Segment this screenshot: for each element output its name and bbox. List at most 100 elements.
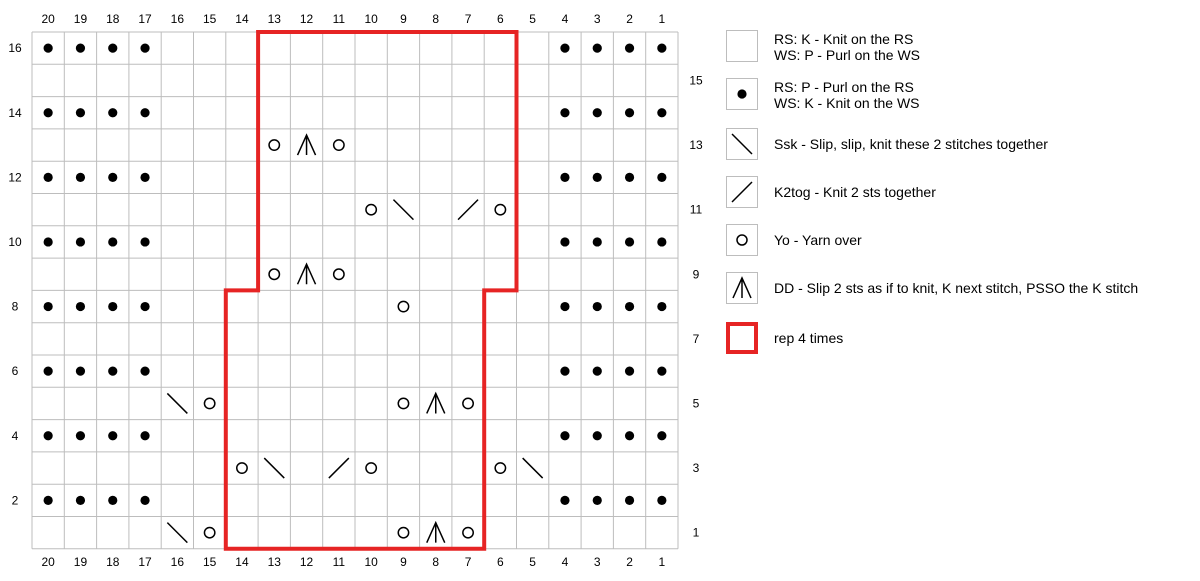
yarn-over-symbol xyxy=(462,397,474,410)
row-label-left: 4 xyxy=(12,429,19,443)
repeat-icon xyxy=(726,322,758,354)
column-label-bottom: 19 xyxy=(74,555,88,569)
purl-dot xyxy=(140,43,150,53)
column-label-bottom: 12 xyxy=(300,555,314,569)
double-decrease-symbol xyxy=(426,391,446,414)
yarn-over-symbol xyxy=(332,268,345,281)
purl-dot xyxy=(657,108,667,118)
yarn-over-symbol xyxy=(397,526,410,539)
column-label-top: 20 xyxy=(41,12,55,26)
purl-dot xyxy=(43,172,53,182)
legend-text: K2tog - Knit 2 sts together xyxy=(774,184,936,200)
column-label-bottom: 9 xyxy=(400,555,407,569)
row-label-left: 14 xyxy=(8,106,22,120)
row-label-right: 3 xyxy=(693,461,700,475)
row-label-left: 6 xyxy=(12,364,19,378)
column-label-top: 16 xyxy=(171,12,185,26)
column-label-bottom: 1 xyxy=(659,555,666,569)
column-label-bottom: 11 xyxy=(333,555,346,569)
purl-dot xyxy=(592,237,602,247)
row-label-right: 7 xyxy=(693,332,700,346)
row-label-left: 12 xyxy=(8,170,22,184)
purl-dot xyxy=(657,237,667,247)
column-label-top: 4 xyxy=(562,12,569,26)
column-label-top: 18 xyxy=(106,12,120,26)
row-label-left: 10 xyxy=(8,235,22,249)
purl-dot xyxy=(624,495,635,505)
purl-dot xyxy=(657,366,667,376)
ssk-symbol xyxy=(522,457,544,479)
legend-line: Yo - Yarn over xyxy=(774,232,862,248)
column-label-top: 10 xyxy=(364,12,378,26)
purl-dot xyxy=(75,431,86,441)
purl-dot xyxy=(624,431,635,441)
legend-text: Yo - Yarn over xyxy=(774,232,862,248)
purl-dot xyxy=(657,301,667,312)
purl-dot xyxy=(624,301,635,312)
purl-dot xyxy=(43,366,53,376)
column-label-top: 19 xyxy=(74,12,88,26)
column-label-bottom: 8 xyxy=(432,555,439,569)
column-label-top: 15 xyxy=(203,12,217,26)
row-label-right: 9 xyxy=(693,267,700,281)
purl-dot xyxy=(592,172,602,182)
row-label-left: 8 xyxy=(12,300,19,314)
column-label-bottom: 6 xyxy=(497,555,504,569)
purl-dot xyxy=(624,43,635,53)
yarn-over-symbol xyxy=(268,139,281,152)
row-label-left: 2 xyxy=(12,493,19,507)
ssk-symbol xyxy=(392,199,414,221)
k2tog-icon xyxy=(726,176,758,208)
yarn-over-symbol xyxy=(365,462,378,474)
purl-dot xyxy=(592,108,602,118)
column-label-bottom: 4 xyxy=(562,555,569,569)
yarn-over-symbol xyxy=(332,139,345,152)
yarn-over-symbol xyxy=(494,462,507,474)
purl-dot xyxy=(560,431,570,441)
legend-text: rep 4 times xyxy=(774,330,843,346)
row-label-left: 16 xyxy=(8,41,22,55)
purl-dot xyxy=(592,495,602,505)
purl-dot xyxy=(560,495,570,505)
purl-dot xyxy=(108,495,118,505)
purl-dot xyxy=(592,43,602,53)
purl-dot xyxy=(43,108,53,118)
legend-line: WS: P - Purl on the WS xyxy=(774,47,921,63)
purl-dot xyxy=(560,237,570,247)
purl-dot xyxy=(108,237,118,247)
row-label-right: 1 xyxy=(693,526,700,540)
legend-item-k2tog: K2tog - Knit 2 sts together xyxy=(726,176,1200,210)
double-decrease-symbol xyxy=(296,262,317,285)
column-label-top: 9 xyxy=(400,12,407,26)
legend-item-dd: DD - Slip 2 sts as if to knit, K next st… xyxy=(726,272,1200,306)
purl-dot xyxy=(657,43,667,53)
yarn-over-symbol xyxy=(236,462,248,474)
legend-item-yo: Yo - Yarn over xyxy=(726,224,1200,258)
ssk-symbol xyxy=(166,392,188,414)
purl-dot xyxy=(560,172,570,182)
column-label-top: 12 xyxy=(300,12,314,26)
purl-dot xyxy=(108,301,118,312)
purl-dot xyxy=(624,366,635,376)
purl-dot xyxy=(43,43,53,53)
legend-line: WS: K - Knit on the WS xyxy=(774,95,920,111)
legend-line: RS: P - Purl on the RS xyxy=(774,79,914,95)
legend-item-repeat: rep 4 times xyxy=(726,322,1200,356)
purl-dot xyxy=(592,366,602,376)
purl-dot xyxy=(624,237,635,247)
column-label-bottom: 14 xyxy=(235,555,249,569)
column-label-bottom: 5 xyxy=(529,555,536,569)
purl-dot xyxy=(108,172,118,182)
column-label-bottom: 16 xyxy=(171,555,185,569)
row-label-right: 13 xyxy=(689,138,703,152)
yarn-over-symbol xyxy=(268,268,281,281)
legend-line: DD - Slip 2 sts as if to knit, K next st… xyxy=(774,280,1139,296)
column-label-top: 6 xyxy=(497,12,504,26)
knitting-chart: 2020191918181717161615151414131312121111… xyxy=(8,12,703,569)
yarn-over-symbol xyxy=(203,526,216,539)
purl-dot xyxy=(108,43,118,53)
dd-icon xyxy=(726,272,758,304)
purl-dot xyxy=(624,108,635,118)
